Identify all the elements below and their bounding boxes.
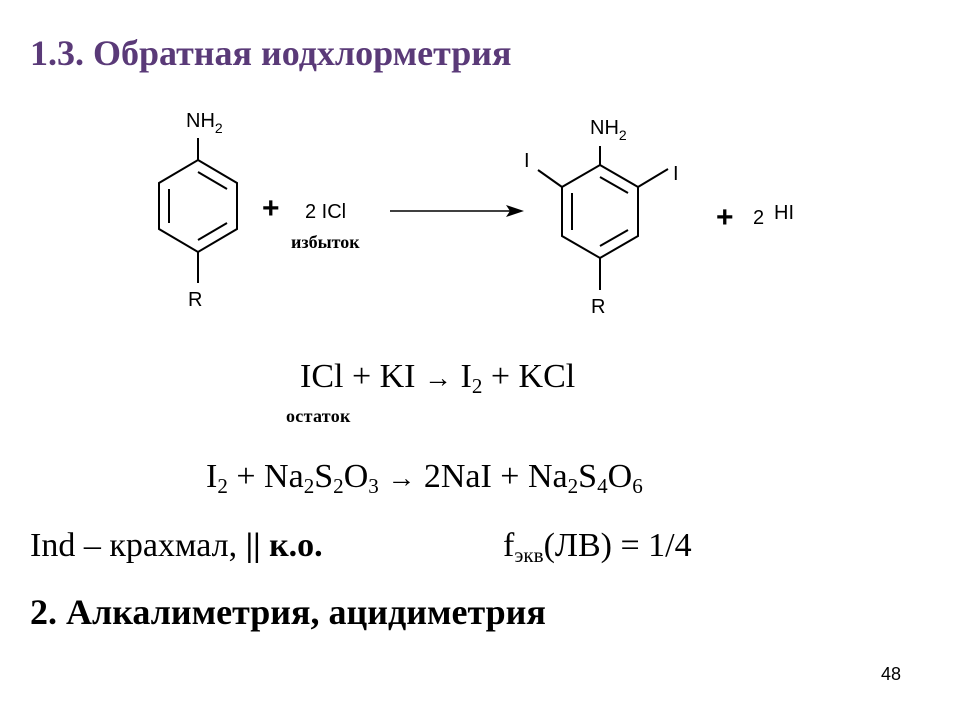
reagent-note: избыток — [291, 232, 360, 252]
product-iodine-right: I — [673, 163, 679, 185]
reaction-scheme: NH2 R + 2 ICl избыток NH2 I I R + 2 HI — [158, 110, 794, 318]
indicator-line: Ind – крахмал, || к.о. — [30, 527, 323, 564]
reagent-icl: 2 ICl — [305, 201, 346, 223]
reactant-nh2-label: NH2 — [186, 110, 223, 136]
product-r-label: R — [591, 296, 605, 318]
product-structure — [537, 146, 669, 290]
plus-sign-2: + — [716, 201, 734, 234]
benzene-ring — [158, 158, 238, 254]
reaction-arrow — [390, 205, 524, 217]
product-benzene-ring — [561, 163, 639, 260]
reactant-aniline-structure — [158, 138, 238, 283]
slide-title: 1.3. Обратная иодхлорметрия — [30, 33, 512, 73]
reactant-r-label: R — [188, 289, 202, 311]
equivalence-factor: fэкв(ЛВ) = 1/4 — [503, 527, 692, 567]
equation-icl-ki: ICl + KI → I2 + KCl — [300, 358, 576, 398]
byproduct-hi: HI — [774, 202, 794, 224]
product-iodine-left: I — [524, 150, 530, 172]
equation-iodine-thiosulfate: I2 + Na2S2O3 → 2NaI + Na2S4O6 — [206, 458, 643, 498]
byproduct-coefficient: 2 — [753, 207, 764, 229]
plus-sign: + — [262, 192, 280, 225]
product-nh2-label: NH2 — [590, 117, 627, 143]
excess-note: остаток — [286, 406, 351, 426]
section-heading: 2. Алкалиметрия, ацидиметрия — [30, 592, 546, 632]
page-number: 48 — [881, 664, 902, 684]
